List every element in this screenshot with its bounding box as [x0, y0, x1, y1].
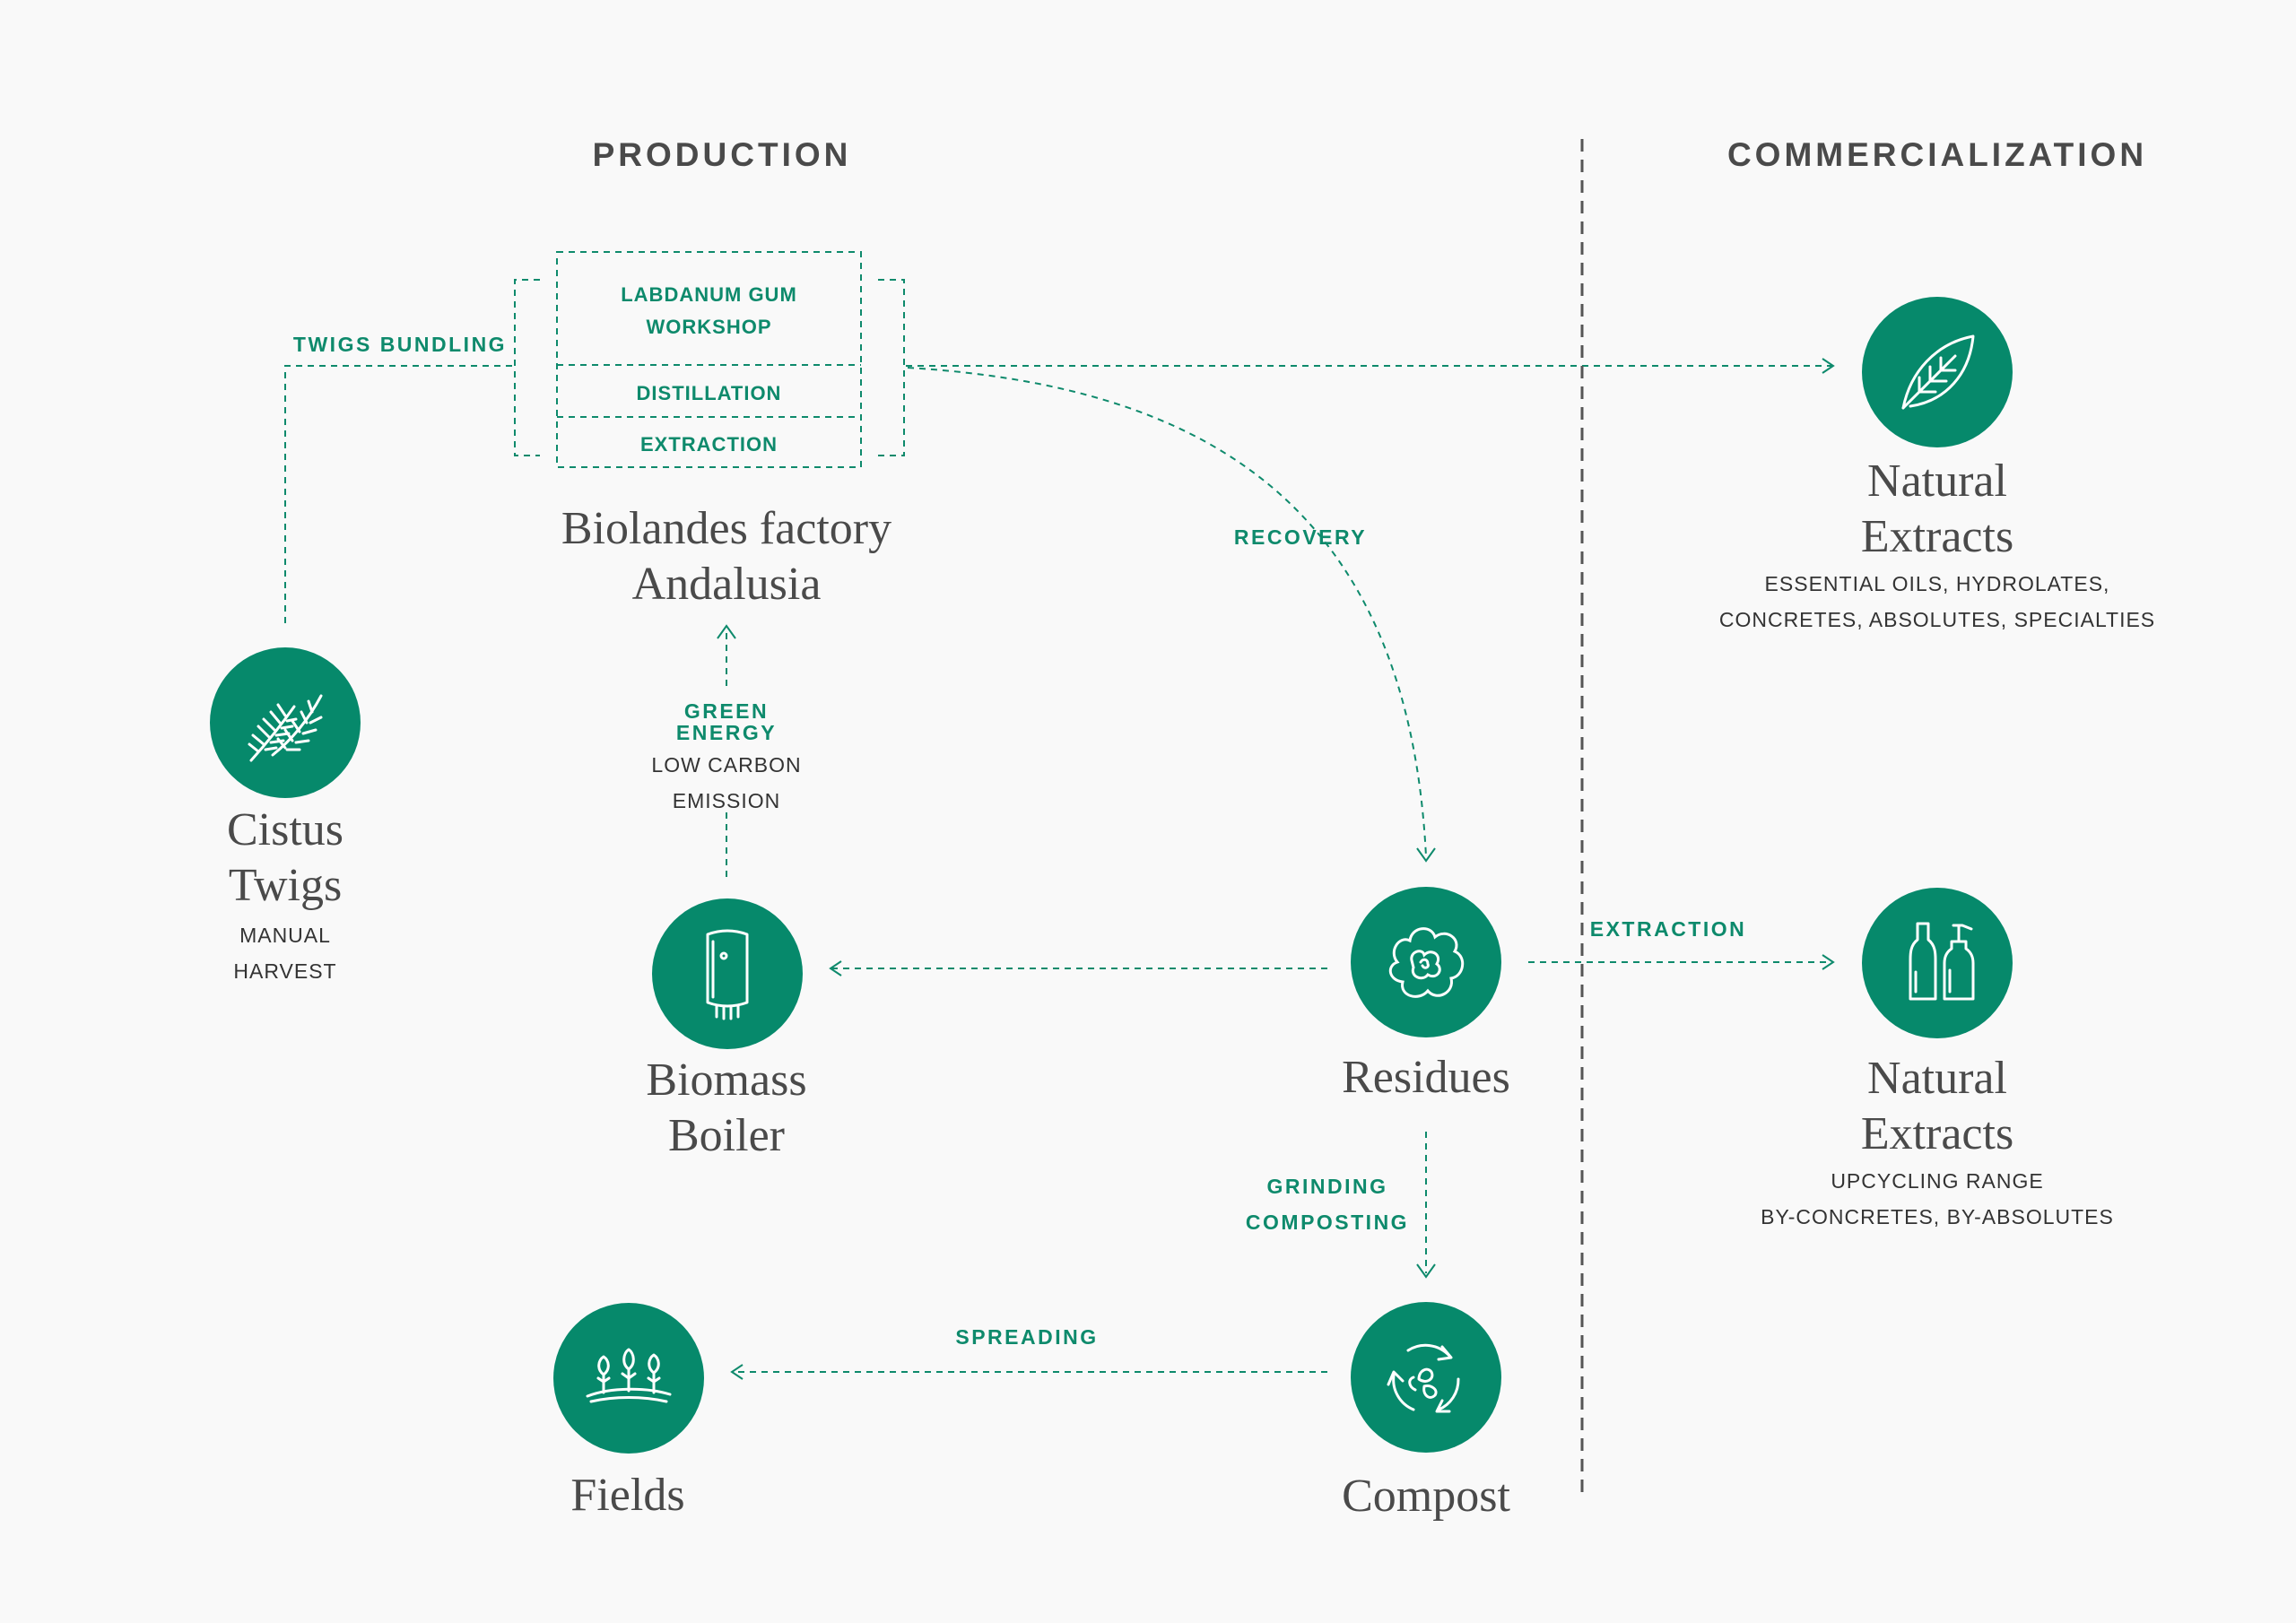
extracts-top-caption-line1: ESSENTIAL OILS, HYDROLATES, — [1764, 572, 2110, 595]
cistus-caption-line1: MANUAL — [239, 924, 331, 947]
commercialization-heading: COMMERCIALIZATION — [1726, 136, 2148, 173]
fields-arrowhead — [730, 1364, 744, 1380]
low-carbon-caption-line2: EMISSION — [672, 789, 781, 812]
workshop-label-line1: LABDANUM GUM — [621, 283, 797, 306]
recovery-label: RECOVERY — [1233, 525, 1368, 549]
recycle-icon — [1387, 1343, 1460, 1413]
boiler-icon — [706, 929, 749, 1020]
cistus-caption-line2: HARVEST — [233, 959, 337, 983]
extracts-bottom-caption-line1: UPCYCLING RANGE — [1831, 1169, 2044, 1193]
recovery-connector — [907, 367, 1427, 857]
residues-node — [1351, 887, 1501, 1037]
compost-title: Compost — [1342, 1471, 1510, 1522]
extraction-box-label: EXTRACTION — [640, 433, 778, 456]
extracts-top-arrowhead — [1822, 358, 1835, 374]
extracts-bottom-caption-line2: BY-CONCRETES, BY-ABSOLUTES — [1761, 1205, 2114, 1228]
boiler-title-line1: Biomass — [646, 1055, 807, 1106]
spreading-label: SPREADING — [955, 1325, 1099, 1349]
compost-arrowhead — [1416, 1263, 1436, 1279]
green-energy-label-line1: GREEN — [683, 699, 770, 723]
extracts-top-title-line2: Extracts — [1860, 511, 2014, 562]
distillation-label: DISTILLATION — [636, 382, 782, 404]
green-energy-label-line2: ENERGY — [675, 721, 778, 744]
residues-icon — [1388, 927, 1465, 998]
extracts-bottom-title-line2: Extracts — [1860, 1108, 2014, 1159]
factory-box-outline — [556, 251, 862, 468]
extracts-bottom-arrowhead — [1822, 954, 1835, 970]
twigs-bundling-connector — [284, 365, 515, 623]
boiler-arrowhead — [829, 960, 842, 976]
fields-node — [553, 1303, 704, 1454]
composting-label: COMPOSTING — [1245, 1211, 1410, 1234]
factory-bracket-right — [878, 279, 905, 456]
bottles-icon — [1909, 922, 1975, 1001]
leaf-icon — [1901, 334, 1975, 410]
low-carbon-caption-line1: LOW CARBON — [651, 753, 802, 777]
production-heading: PRODUCTION — [592, 136, 852, 173]
sprouts-icon — [586, 1348, 672, 1403]
cistus-node — [210, 647, 361, 798]
residues-title: Residues — [1342, 1052, 1510, 1103]
residues-arrowhead — [1416, 847, 1436, 863]
workshop-label-line2: WORKSHOP — [646, 316, 772, 338]
cistus-title-line1: Cistus — [226, 804, 344, 855]
factory-bracket-left — [514, 279, 540, 456]
boiler-title-line2: Boiler — [668, 1110, 785, 1161]
grinding-label: GRINDING — [1266, 1175, 1388, 1198]
boiler-node — [652, 898, 803, 1049]
twigs-bundling-label: TWIGS BUNDLING — [292, 333, 508, 356]
fields-title: Fields — [570, 1470, 685, 1521]
extracts-top-node — [1862, 297, 2013, 447]
compost-node — [1351, 1302, 1501, 1453]
cistus-title-line2: Twigs — [228, 860, 343, 911]
extracts-top-title-line1: Natural — [1867, 456, 2007, 507]
extracts-bottom-node — [1862, 888, 2013, 1038]
extracts-top-caption-line2: CONCRETES, ABSOLUTES, SPECIALTIES — [1718, 608, 2156, 631]
extraction-flow-label: EXTRACTION — [1589, 917, 1747, 941]
factory-title-line2: Andalusia — [631, 559, 822, 610]
branch-icon — [248, 694, 323, 762]
extracts-bottom-title-line1: Natural — [1867, 1053, 2007, 1104]
factory-title-line1: Biolandes factory — [561, 503, 892, 554]
factory-arrowhead — [717, 624, 736, 639]
